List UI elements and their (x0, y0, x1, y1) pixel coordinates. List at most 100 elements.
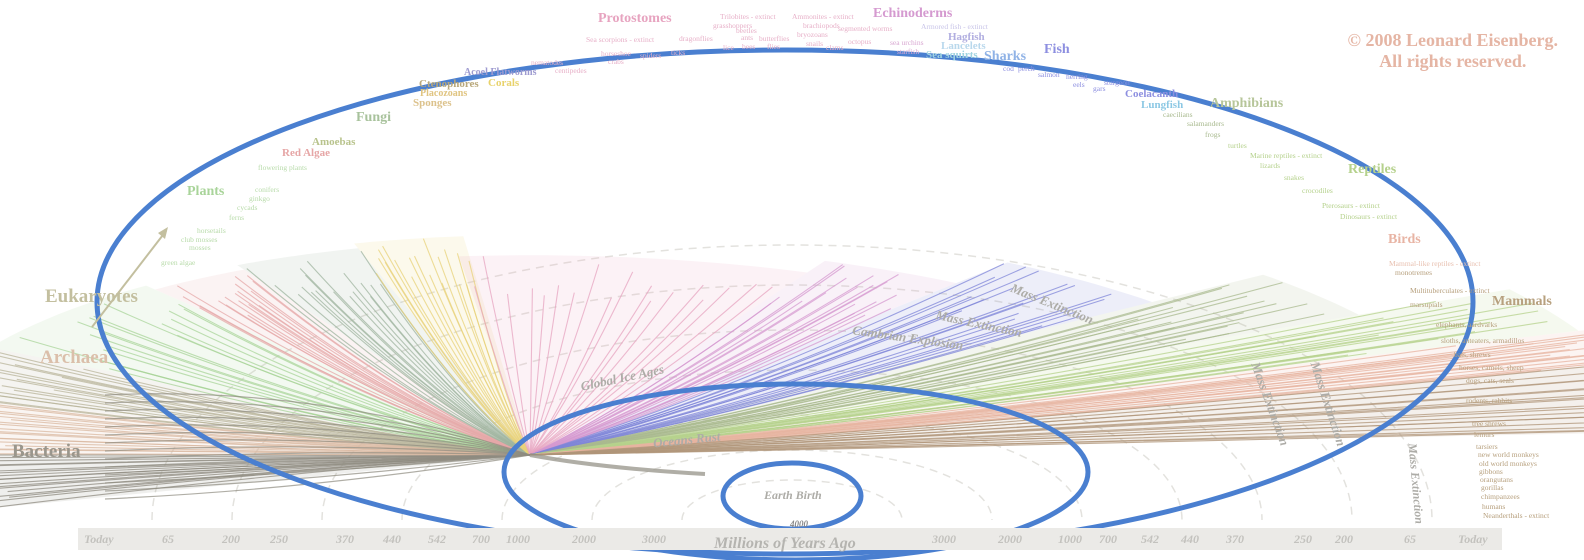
label-sturgeon: sturgeon (1104, 78, 1130, 87)
label-starfish: starfish (897, 47, 920, 56)
label-clams: clams (826, 43, 844, 52)
lineage-branch (529, 412, 1584, 456)
label-fungi: Fungi (356, 110, 392, 125)
scale-right-6: 370 (1226, 532, 1244, 546)
label-gibbons: gibbons (1479, 467, 1503, 476)
lineage-branch (529, 263, 1005, 456)
label-frogs: frogs (1205, 130, 1221, 139)
label-rodents: rodents, rabbits (1466, 396, 1513, 405)
lineage-branch (529, 264, 600, 456)
scale-left-8: 1000 (506, 532, 530, 546)
lineage-branch (529, 348, 1584, 456)
label-centipedes: centipedes (555, 66, 587, 75)
label-neanderthals: Neanderthals - extinct (1483, 511, 1550, 520)
lineage-branch (529, 379, 1584, 456)
lineage-branch (529, 287, 730, 456)
label-club-mosses: club mosses (181, 235, 218, 244)
lineage-branch (529, 274, 899, 456)
lineage-branch (177, 285, 531, 456)
label-sea-squirts: Sea squirts (926, 49, 978, 61)
label-coelacanth: Coelacanth (1125, 88, 1179, 100)
lineage-branch (529, 306, 1174, 456)
label-old-world-monkeys: old world monkeys (1479, 459, 1537, 468)
lineage-branch (529, 427, 1584, 456)
lineage-branch (529, 285, 560, 456)
scale-center: 4000 (790, 519, 808, 529)
bacteria-branch (104, 454, 531, 476)
bacteria-branch (104, 454, 531, 500)
label-lizards: lizards (1260, 161, 1280, 170)
scale-right-9: 65 (1404, 532, 1416, 546)
bacteria-branch (104, 454, 531, 468)
lineage-branch (0, 454, 531, 508)
middle-ellipse (501, 381, 1091, 560)
lineage-branch (370, 284, 531, 456)
label-flowering-plants: flowering plants (258, 163, 307, 172)
label-mammals: Mammals (1492, 294, 1552, 309)
bacteria-branch (104, 446, 531, 456)
label-dinosaurs: Dinosaurs - extinct (1340, 212, 1398, 221)
scale-left-4: 370 (336, 532, 354, 546)
scale-right-4: 542 (1141, 532, 1159, 546)
lineage-branch (529, 354, 1584, 456)
label-nematodes: nematodes (531, 58, 564, 67)
label-lice: lice (723, 43, 734, 52)
label-gorillas: gorillas (1481, 483, 1504, 492)
label-bats: bats, shrews (1454, 350, 1491, 359)
time-ring (681, 479, 903, 521)
label-lancelets: Lancelets (941, 40, 986, 52)
scale-left-10: 3000 (642, 532, 666, 546)
label-flies: flies (767, 42, 780, 51)
label-sea-scorpions: Sea scorpions - extinct (586, 35, 655, 44)
lineage-branch (529, 321, 1172, 456)
label-turtles: turtles (1228, 141, 1247, 150)
lineage-branch (378, 258, 531, 456)
label-reptiles: Reptiles (1348, 162, 1397, 177)
label-gars: gars (1093, 84, 1106, 93)
label-placozoans: Placozoans (420, 88, 468, 99)
scale-right-7: 250 (1294, 532, 1312, 546)
label-pterosaurs: Pterosaurs - extinct (1322, 201, 1380, 210)
scale-right-10: Today (1458, 532, 1488, 546)
lineage-branch (529, 270, 1039, 456)
time-ring (231, 284, 1353, 521)
scale-left-6: 542 (428, 532, 446, 546)
time-scale-bar (78, 528, 1502, 550)
label-cycads: cycads (237, 203, 258, 212)
scale-title: Millions of Years Ago (714, 535, 856, 552)
lineage-branch (529, 366, 1584, 456)
lineage-branch (408, 257, 531, 456)
label-salamanders: salamanders (1187, 119, 1225, 128)
lineage-branch (529, 288, 533, 456)
lineage-branch (529, 325, 1228, 456)
label-perch: perch (1018, 64, 1035, 73)
scale-right-3: 700 (1099, 532, 1117, 546)
label-archaea: Archaea (40, 347, 109, 368)
label-hagfish: Hagfish (948, 31, 985, 43)
label-crabs: crabs (608, 57, 624, 66)
label-eukaryotes: Eukaryotes (45, 286, 138, 307)
lineage-branch (529, 297, 612, 456)
lineage-branch (529, 300, 1436, 456)
label-armored-fish: Armored fish - extinct (921, 22, 988, 31)
lineage-branch (529, 285, 653, 456)
label-echinoderms: Echinoderms (873, 6, 953, 21)
lineage-branch (529, 299, 704, 456)
lineage-branch (529, 313, 1325, 456)
lineage-branch (89, 317, 531, 456)
scale-right-1: 2000 (998, 532, 1022, 546)
label-mosses: mosses (189, 243, 211, 252)
bacteria-branch (104, 401, 531, 456)
label-crocodiles: crocodiles (1302, 186, 1333, 195)
lineage-branch (297, 293, 531, 456)
copyright-line1: © 2008 Leonard Eisenberg. (1347, 30, 1558, 50)
label-ferns: ferns (229, 213, 244, 222)
lineage-branches (0, 238, 1584, 508)
lineage-branch (506, 293, 531, 456)
lineage-branch (529, 291, 674, 456)
label-chimpanzees: chimpanzees (1481, 492, 1520, 501)
label-ginkgo: ginkgo (249, 194, 270, 203)
label-caecilians: caecilians (1163, 110, 1193, 119)
